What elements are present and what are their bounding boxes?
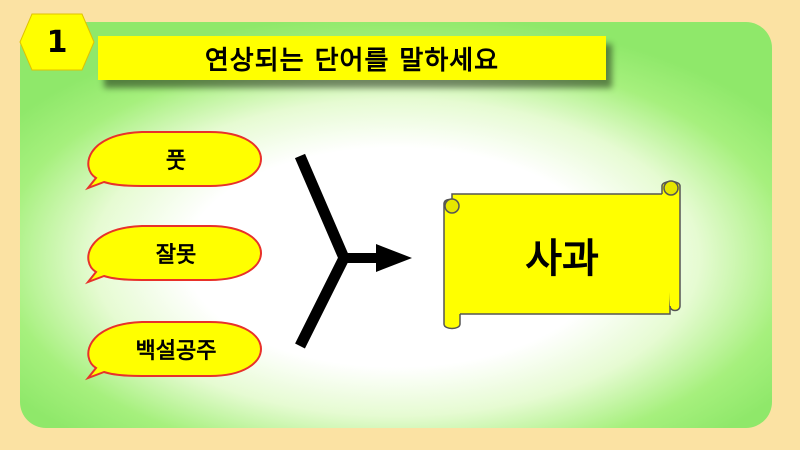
- hexagon-shape: [19, 13, 95, 71]
- scroll-icon: [443, 180, 681, 330]
- question-number-badge: 1: [18, 12, 96, 72]
- hint-text-3: 백설공주: [135, 339, 217, 364]
- question-number: 1: [46, 24, 68, 60]
- hint-bubble-1: 풋: [82, 128, 270, 194]
- title-text: 연상되는 단어를 말하세요: [204, 45, 500, 76]
- answer-text: 사과: [525, 236, 599, 282]
- hint-text-2: 잘못: [155, 243, 197, 268]
- speech-bubble-shape: [84, 131, 262, 191]
- hint-bubble-2: 잘못: [82, 222, 270, 288]
- speech-bubble-shape: [84, 321, 262, 381]
- hint-bubble-3: 백설공주: [82, 318, 270, 384]
- speech-bubble-shape: [84, 225, 262, 285]
- hint-text-1: 풋: [165, 149, 187, 174]
- title-banner: 연상되는 단어를 말하세요: [98, 36, 606, 80]
- merge-arrow-icon: [294, 153, 412, 349]
